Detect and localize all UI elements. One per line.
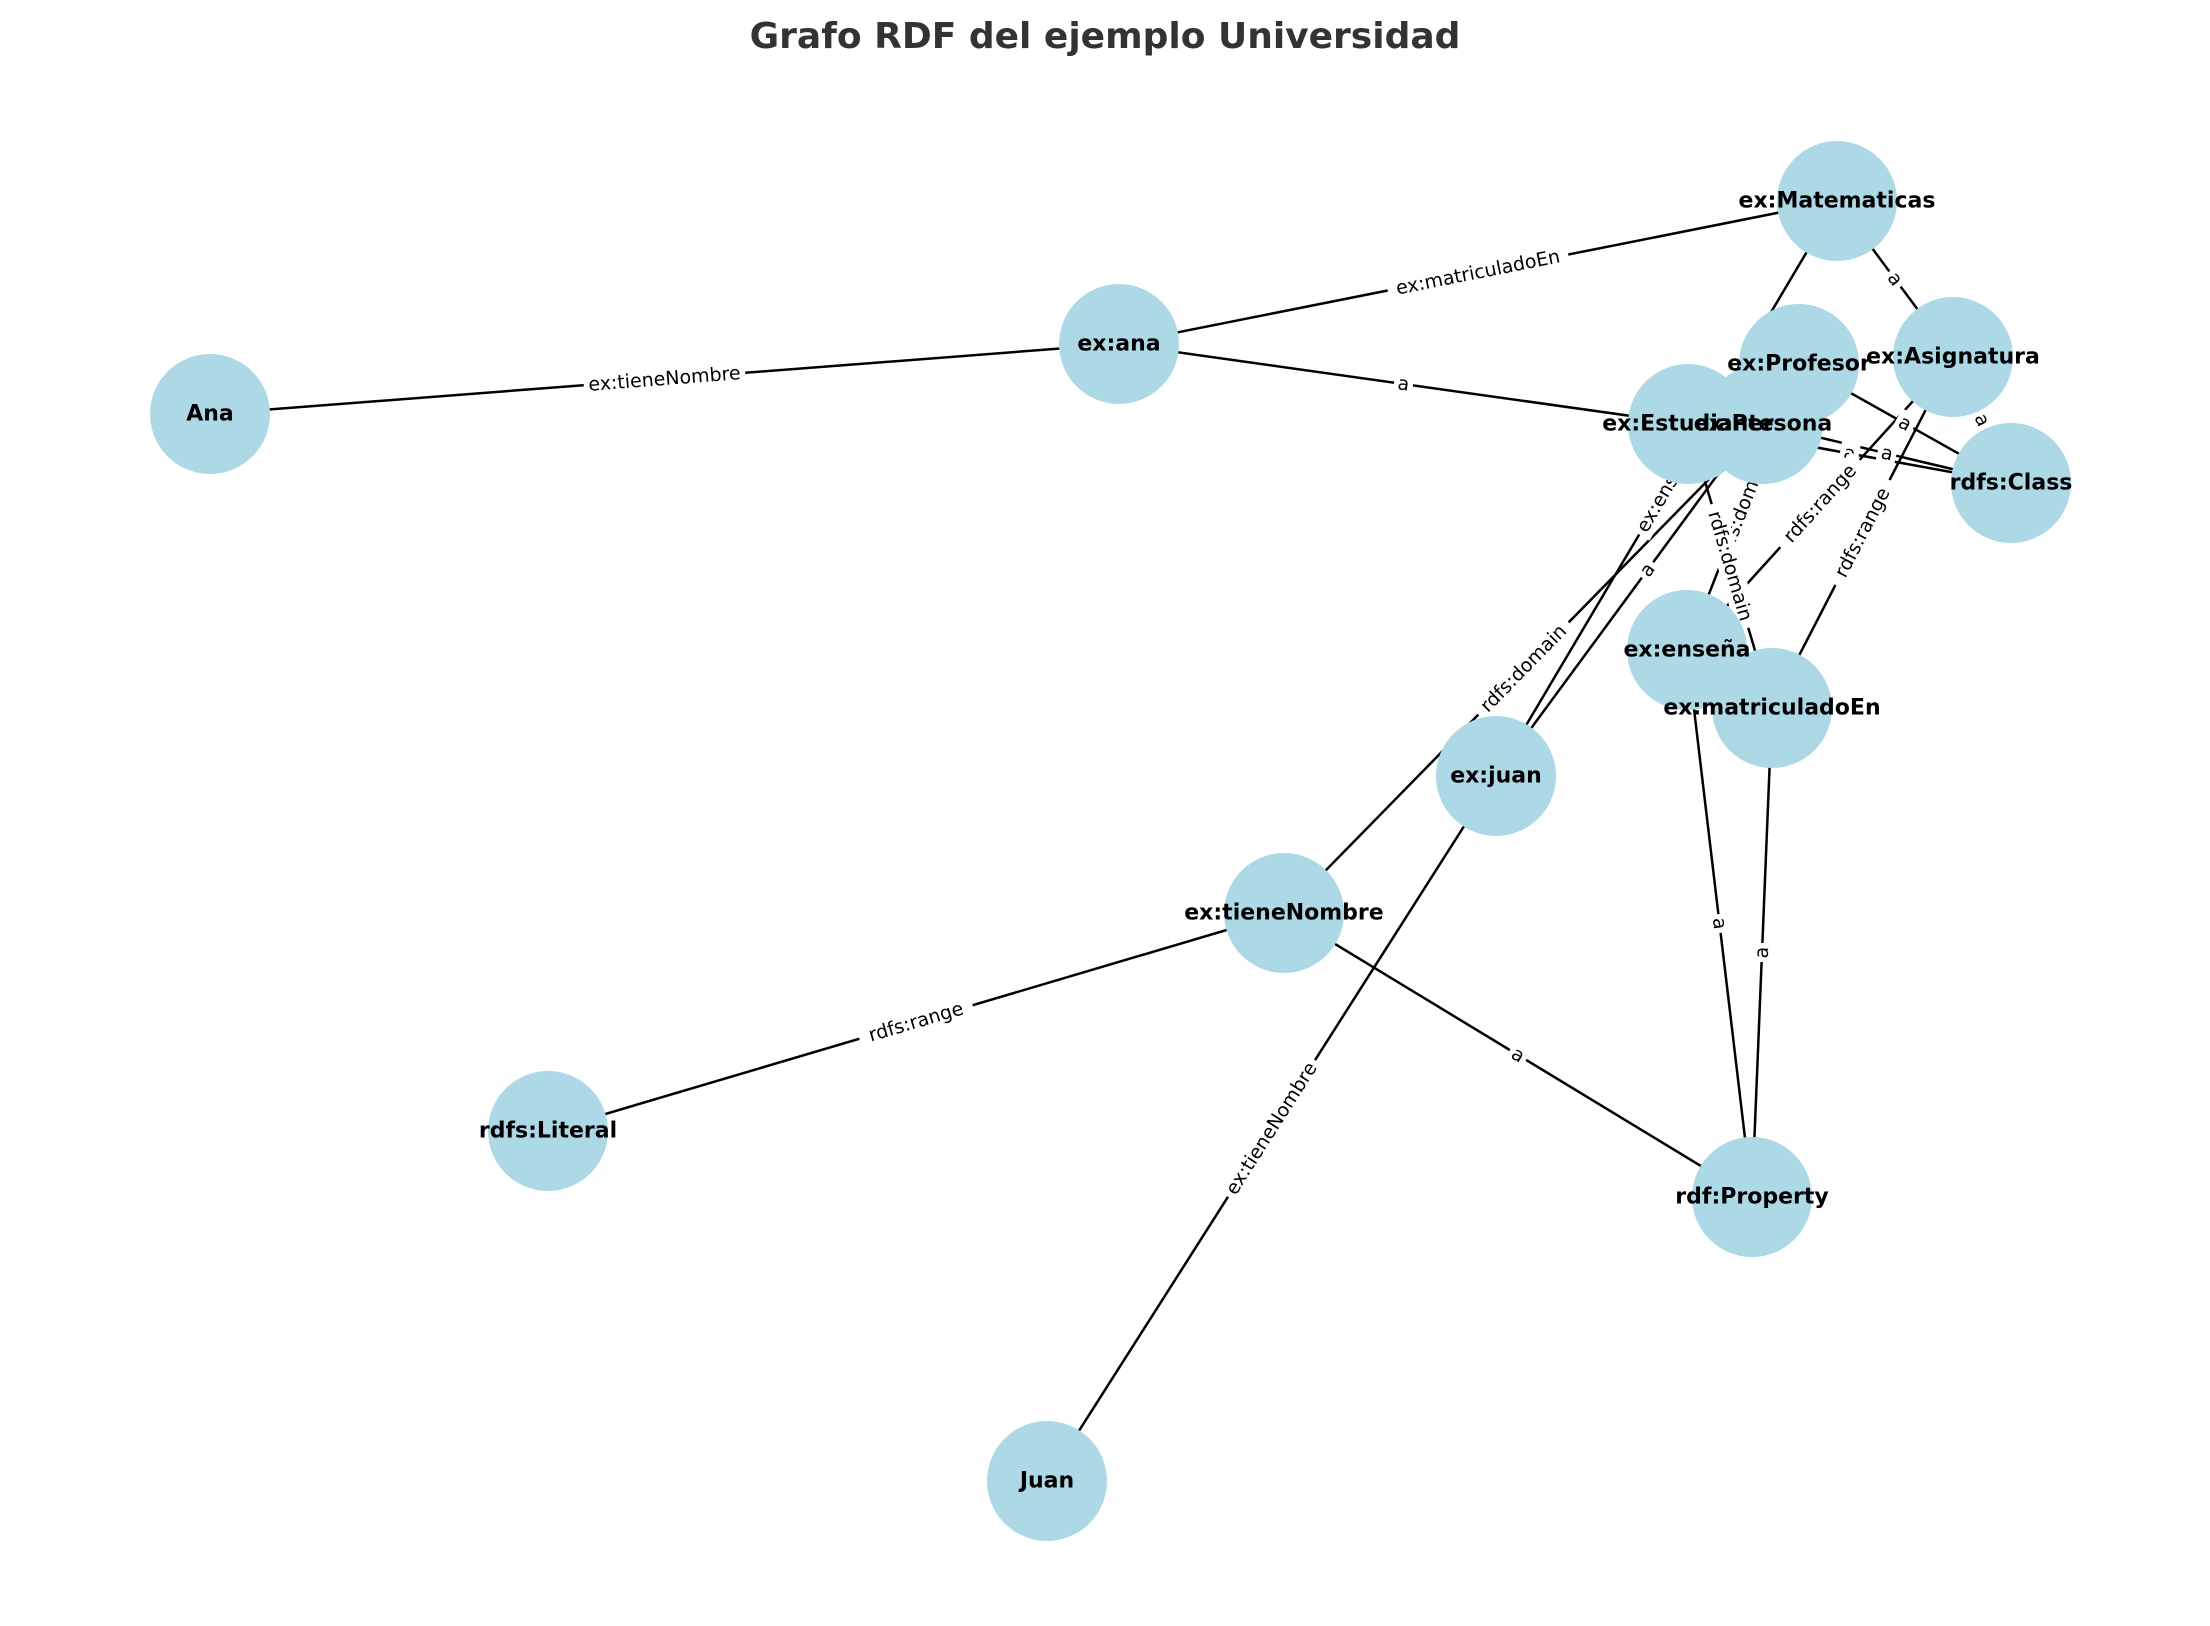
node-juan — [987, 1421, 1107, 1541]
edge-label-group: a — [1706, 912, 1733, 935]
node-ex-tienenombre — [1224, 853, 1344, 973]
node-ana — [150, 354, 270, 474]
edge-label-group: a — [1879, 264, 1911, 294]
node-rdfs-class — [1951, 423, 2071, 543]
node-circle — [1224, 853, 1344, 973]
node-ex-matematicas — [1777, 141, 1897, 261]
node-label: ex:ana — [1077, 332, 1160, 357]
node-circle — [1951, 423, 2071, 543]
node-label: rdfs:Class — [1950, 471, 2073, 496]
edge-label-background — [1385, 242, 1571, 303]
edge-label-background — [1749, 942, 1775, 963]
diagram-title: Grafo RDF del ejemplo Universidad — [750, 16, 1461, 57]
edge-label-background — [1706, 912, 1733, 935]
edge-label-group: a — [1967, 406, 1997, 434]
node-circle — [488, 1071, 608, 1191]
edge-label-background — [1217, 1053, 1326, 1204]
node-ex-asignatura — [1893, 297, 2013, 417]
edge-label-background — [1771, 451, 1869, 556]
edge-label-background — [1469, 614, 1578, 723]
node-circle — [1777, 141, 1897, 261]
edge-label: a — [1879, 441, 1895, 465]
edge-label-background — [1879, 264, 1911, 294]
node-rdfs-literal — [488, 1071, 608, 1191]
node-circle — [150, 354, 270, 474]
node-label: ex:Matematicas — [1739, 189, 1936, 214]
node-ex-enseña — [1627, 590, 1747, 710]
nodes-layer: Anaex:anaex:Matematicasex:Asignaturaex:P… — [150, 141, 2072, 1541]
edge-label-background — [1890, 408, 1920, 439]
edge-label-group: a — [1392, 370, 1415, 398]
edge-label: a — [1751, 946, 1773, 959]
node-label: ex:tieneNombre — [1184, 901, 1383, 926]
node-circle — [1436, 716, 1556, 836]
edge-label-group: a — [1749, 942, 1775, 963]
edge-label-background — [1503, 1039, 1533, 1071]
node-circle — [1893, 297, 2013, 417]
edge-label-background — [1874, 439, 1900, 468]
node-circle — [1627, 590, 1747, 710]
node-ex-matriculadoen — [1712, 648, 1832, 768]
edge-label-background — [1700, 500, 1760, 632]
node-label: ex:Estudiante — [1602, 412, 1773, 437]
node-label: rdfs:Literal — [479, 1119, 617, 1144]
edge-label-group: a — [1890, 408, 1920, 439]
edge-label-group: a — [1503, 1039, 1533, 1071]
node-rdf-property — [1692, 1137, 1812, 1257]
node-ex-juan — [1436, 716, 1556, 836]
node-circle — [1712, 648, 1832, 768]
node-label: ex:Persona — [1694, 412, 1833, 437]
edge-label-background — [1967, 406, 1997, 434]
node-label: rdf:Property — [1675, 1185, 1828, 1210]
edge-label-background — [1392, 370, 1415, 398]
node-label: Juan — [1018, 1469, 1074, 1494]
node-label: ex:juan — [1450, 764, 1542, 789]
node-ex-ana — [1059, 284, 1179, 404]
edge-label-background — [1824, 474, 1901, 591]
node-label: ex:matriculadoEn — [1663, 696, 1880, 721]
edge-label: a — [1396, 372, 1411, 395]
edge-label-background — [582, 360, 747, 398]
node-label: ex:Profesor — [1727, 352, 1871, 377]
node-label: ex:enseña — [1623, 638, 1750, 663]
edge-label-background — [856, 993, 976, 1051]
node-label: ex:Asignatura — [1866, 345, 2040, 370]
node-circle — [1059, 284, 1179, 404]
node-label: Ana — [186, 402, 234, 427]
node-ex-persona — [1703, 364, 1823, 484]
node-circle — [1703, 364, 1823, 484]
edge-label-group: a — [1874, 439, 1900, 468]
node-circle — [1692, 1137, 1812, 1257]
edge-label-group: a — [1632, 555, 1663, 585]
node-circle — [987, 1421, 1107, 1541]
edge-label-background — [1632, 555, 1663, 585]
edge-label: a — [1708, 916, 1731, 930]
